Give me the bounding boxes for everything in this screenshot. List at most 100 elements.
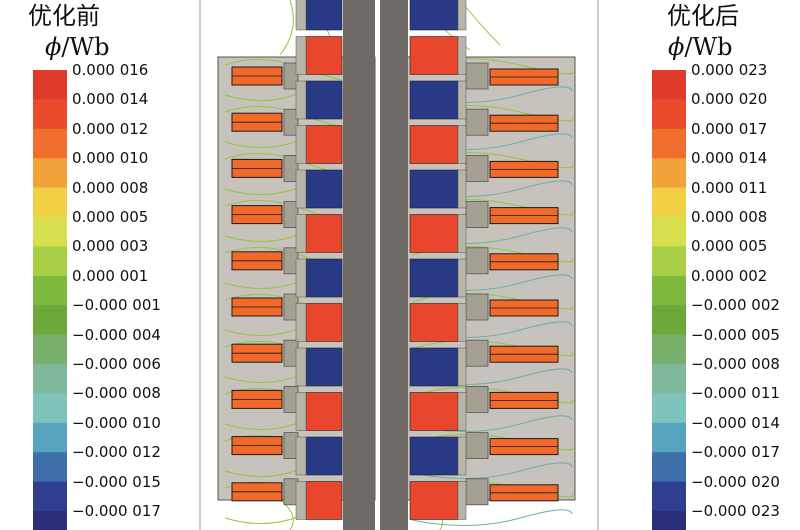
magnet-pole-right	[409, 36, 459, 75]
legend-tick-label: 0.000 002	[691, 266, 768, 285]
legend-tick-label: 0.000 005	[691, 237, 768, 256]
legend-tick-label: 0.000 016	[72, 61, 149, 79]
color-swatch	[33, 275, 67, 306]
magnet-pole-right	[409, 0, 459, 31]
legend-tick-label: 0.000 008	[72, 178, 149, 197]
color-swatch	[33, 393, 67, 424]
legend-tick-label: −0.000 012	[72, 443, 161, 462]
legend-tick-label: −0.000 020	[691, 472, 780, 491]
stator-tooth	[465, 385, 489, 413]
color-swatch	[652, 481, 686, 512]
coils-before-optimization	[231, 62, 299, 506]
legend-tick-label: 0.000 001	[72, 266, 149, 285]
legend-tick-label: −0.000 023	[691, 502, 780, 520]
legend-tick-label: 0.000 014	[691, 149, 768, 168]
iron-spacer-right	[457, 347, 467, 387]
unit-text: /Wb	[684, 33, 733, 61]
color-swatch	[652, 99, 686, 130]
iron-spacer-right	[457, 481, 467, 520]
stator-tooth	[465, 247, 489, 275]
color-swatch	[33, 481, 67, 512]
color-swatch	[652, 393, 686, 424]
color-swatch	[33, 305, 67, 336]
stator-tooth	[465, 293, 489, 321]
legend-tick-label: 0.000 020	[691, 90, 768, 109]
legend-tick-label: −0.000 010	[72, 413, 161, 432]
color-swatch	[33, 422, 67, 453]
color-swatch	[652, 70, 686, 100]
legend-tick-label: −0.000 015	[72, 472, 161, 491]
legend-tick-label: −0.000 006	[72, 355, 161, 373]
legend-tick-label: −0.000 005	[691, 325, 780, 344]
color-swatch	[652, 452, 686, 483]
color-swatch	[33, 217, 67, 247]
color-swatch	[33, 511, 67, 530]
magnet-pole-left	[305, 347, 343, 387]
magnet-pole-left	[305, 169, 343, 209]
magnet-pole-right	[409, 258, 459, 298]
iron-spacer-left	[295, 258, 307, 298]
coils-after-optimization	[465, 62, 559, 506]
magnet-pole-left	[305, 214, 343, 253]
legend-tick-label: −0.000 001	[72, 296, 161, 315]
unit-text: /Wb	[61, 33, 110, 61]
iron-spacer-left	[295, 303, 307, 342]
phi-symbol: ϕ	[45, 33, 62, 61]
legend-tick-label: −0.000 008	[72, 384, 161, 403]
color-swatch	[33, 158, 67, 189]
stator-tooth	[465, 339, 489, 367]
magnet-pole-right	[409, 169, 459, 209]
iron-spacer-left	[295, 436, 307, 476]
magnet-pole-right	[409, 481, 459, 520]
iron-spacer-right	[457, 392, 467, 431]
magnet-pole-left	[305, 392, 343, 431]
magnet-pole-left	[305, 0, 343, 31]
legend-tick-label: 0.000 008	[691, 208, 768, 226]
magnet-pole-left	[305, 80, 343, 120]
phi-symbol: ϕ	[668, 33, 685, 61]
stator-tooth	[465, 62, 489, 90]
color-swatch	[652, 422, 686, 453]
stator-tooth	[283, 62, 299, 90]
stator-tooth	[465, 478, 489, 506]
iron-spacer-right	[457, 303, 467, 342]
stator-tooth	[283, 108, 299, 136]
color-swatch	[652, 305, 686, 336]
color-swatch	[33, 364, 67, 394]
magnet-pole-right	[409, 80, 459, 120]
iron-spacer-right	[457, 436, 467, 476]
color-swatch	[652, 217, 686, 247]
legend-tick-label: −0.000 017	[72, 502, 161, 520]
color-swatch	[33, 70, 67, 100]
iron-spacer-left	[295, 80, 307, 120]
iron-spacer-left	[295, 169, 307, 209]
color-swatch	[33, 128, 67, 159]
color-swatch	[652, 364, 686, 394]
magnet-pole-left	[305, 481, 343, 520]
magnet-pole-right	[409, 347, 459, 387]
legend-tick-label: 0.000 003	[72, 237, 149, 256]
mover-shaft-right	[380, 0, 408, 530]
iron-spacer-right	[457, 258, 467, 298]
contour-line	[411, 462, 573, 480]
right-color-scale	[652, 70, 686, 530]
left-color-scale	[33, 70, 67, 530]
legend-tick-label: 0.000 012	[72, 119, 149, 138]
legend-tick-label: 0.000 011	[691, 178, 768, 197]
magnet-pole-right	[409, 125, 459, 164]
stator-tooth	[465, 432, 489, 460]
color-swatch	[652, 246, 686, 277]
iron-spacer-right	[457, 80, 467, 120]
iron-spacer-left	[295, 125, 307, 164]
iron-spacer-right	[457, 214, 467, 253]
iron-spacer-left	[295, 347, 307, 387]
legend-right-title: 优化后	[667, 2, 739, 30]
color-swatch	[652, 275, 686, 306]
permanent-magnet-poles	[295, 0, 467, 520]
magnet-pole-left	[305, 258, 343, 298]
legend-tick-label: −0.000 014	[691, 413, 780, 432]
color-swatch	[652, 158, 686, 189]
mover-shaft-left	[343, 0, 375, 530]
magnet-pole-left	[305, 436, 343, 476]
